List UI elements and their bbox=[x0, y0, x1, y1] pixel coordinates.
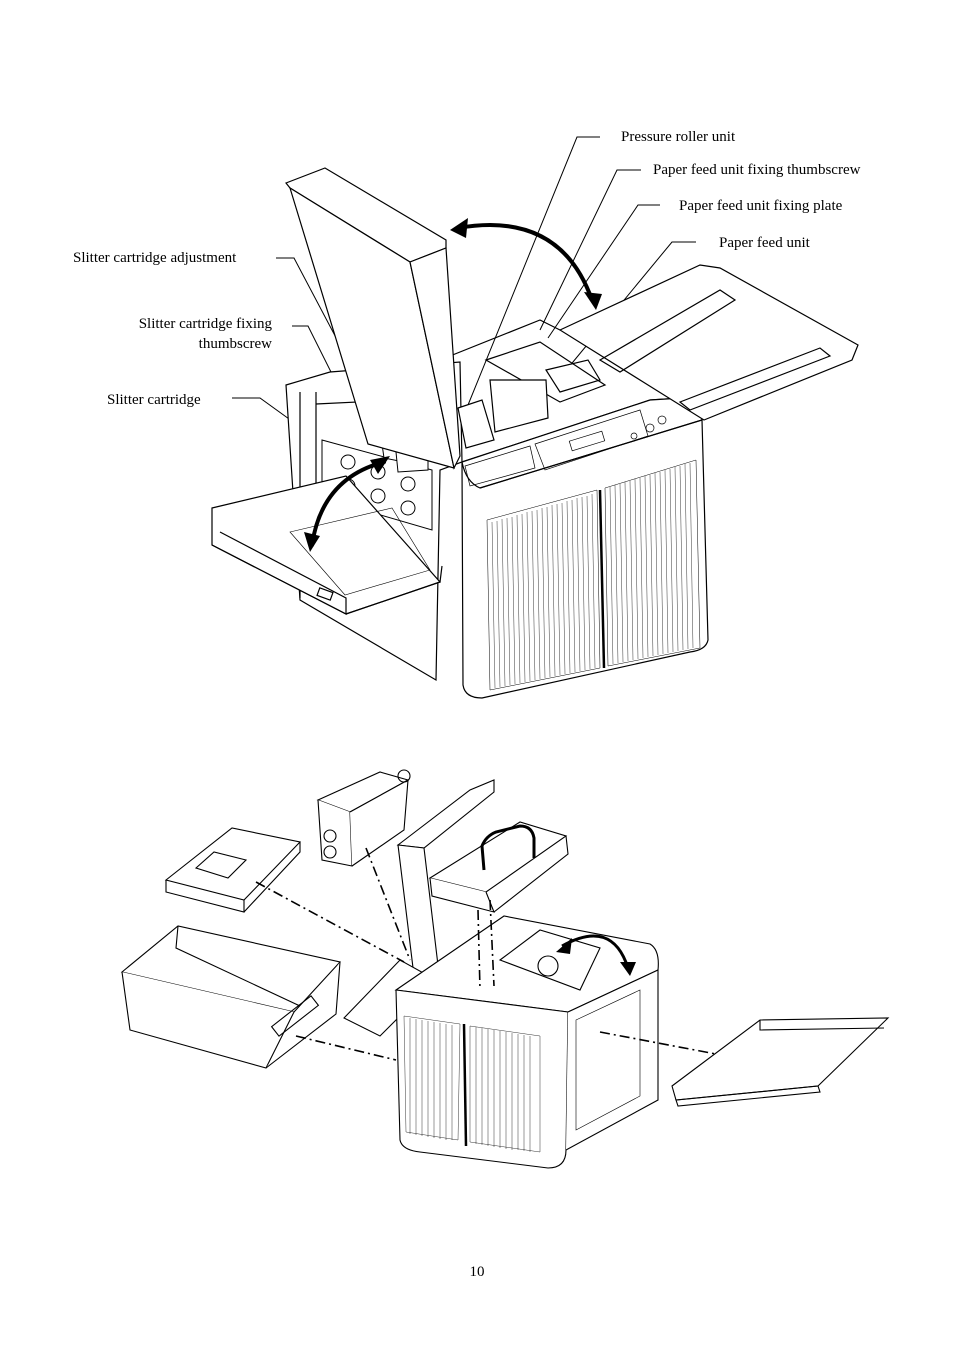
assembly-lines bbox=[255, 847, 717, 1061]
label-pressure-roller-unit: Pressure roller unit bbox=[621, 129, 736, 145]
label-slitter-cartridge-adjustment: Slitter cartridge adjustment bbox=[73, 250, 237, 266]
callout-lines bbox=[232, 136, 696, 461]
side-tray-part bbox=[671, 1017, 890, 1107]
machine-body bbox=[394, 915, 659, 1169]
label-paper-feed-unit: Paper feed unit bbox=[719, 235, 810, 251]
exploded-view-illustration bbox=[120, 769, 890, 1169]
label-slitter-cartridge: Slitter cartridge bbox=[107, 392, 201, 408]
bracket-part bbox=[164, 827, 302, 913]
output-tray bbox=[211, 475, 443, 615]
slitter-part bbox=[316, 769, 411, 867]
label-slitter-cartridge-fixing-thumbscrew: thumbscrew bbox=[198, 336, 272, 352]
label-paper-feed-unit-fixing-plate: Paper feed unit fixing plate bbox=[679, 198, 843, 214]
box-tray bbox=[120, 925, 342, 1069]
cabinet bbox=[461, 397, 709, 699]
label-slitter-cartridge-fixing: Slitter cartridge fixing bbox=[138, 316, 272, 332]
label-paper-feed-unit-fixing-thumbscrew: Paper feed unit fixing thumbscrew bbox=[653, 162, 861, 178]
feed-tray bbox=[439, 264, 859, 433]
machine-open-illustration bbox=[211, 136, 859, 699]
rotation-arrows bbox=[310, 223, 594, 547]
cover-lid bbox=[285, 167, 495, 470]
pressure-roller-part bbox=[428, 821, 569, 913]
page-number: 10 bbox=[469, 1264, 485, 1280]
